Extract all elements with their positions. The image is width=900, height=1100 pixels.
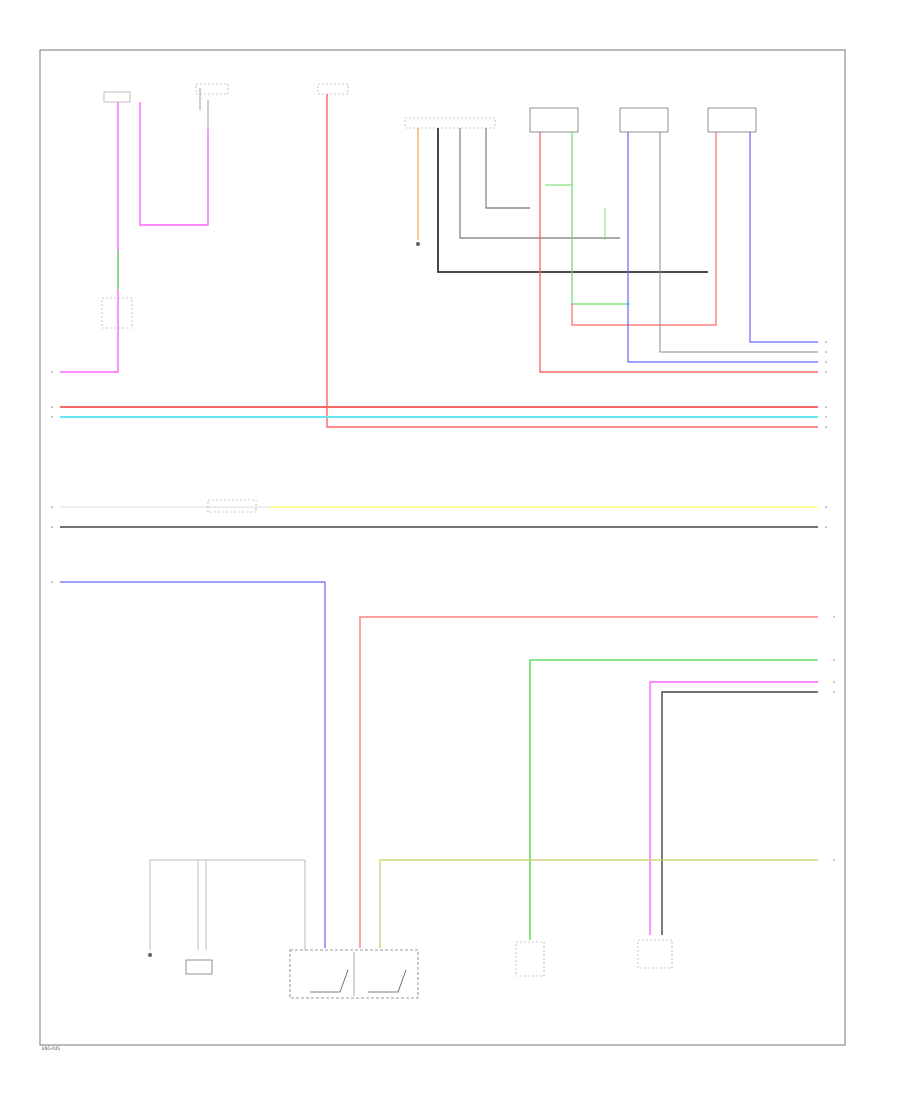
wire-green-sensor-vert [545,184,606,240]
sensor-box-3 [707,107,757,133]
wire-red-vertical-center [326,94,818,428]
wire-red-lower [359,616,818,948]
connector-top-mid [195,83,229,95]
sensor-box-1 [529,107,579,133]
wire-green-sensor1 [571,132,630,305]
ground-bottom-left [148,953,152,957]
connector-top-left [103,91,131,103]
wire-green-lower [529,659,818,940]
wire-black-thick [437,128,708,273]
component-bottom-4 [637,939,673,969]
wire-pink-splice [139,102,209,226]
wire-olive-lower [379,859,818,948]
wire-red-sensor1 [539,132,818,373]
splice-box-left [101,297,133,329]
wire-gray-harness [149,859,306,950]
wire-gray-2 [485,128,530,209]
wire-gray-1 [459,128,620,239]
connector-top-center [317,83,349,95]
switch-contact-2 [368,969,407,993]
wire-gray-sensor2 [659,132,818,353]
wire-red-sensor3 [571,132,717,326]
wire-pink-lower [649,681,818,935]
diagram-frame [39,49,846,1046]
switch-box [289,949,419,999]
wire-pink-top-left [60,102,119,373]
connector-center-right [404,117,496,129]
terminal-marks-right [825,341,835,861]
sensor-box-2 [619,107,669,133]
component-bottom-1 [185,959,213,975]
switch-contact-1 [310,969,349,993]
wire-blue-lower [60,581,326,948]
wire-blue-sensor2 [627,132,818,363]
wire-black-lower [661,691,818,935]
diagram-code: ENG-R4S [42,1046,60,1051]
terminal-marks-left [51,371,53,583]
wire-blue-sensor3 [749,132,818,343]
ground-point [416,242,420,246]
inline-component [207,499,257,513]
wire-gray-top [199,88,209,130]
component-bottom-3 [515,941,545,977]
